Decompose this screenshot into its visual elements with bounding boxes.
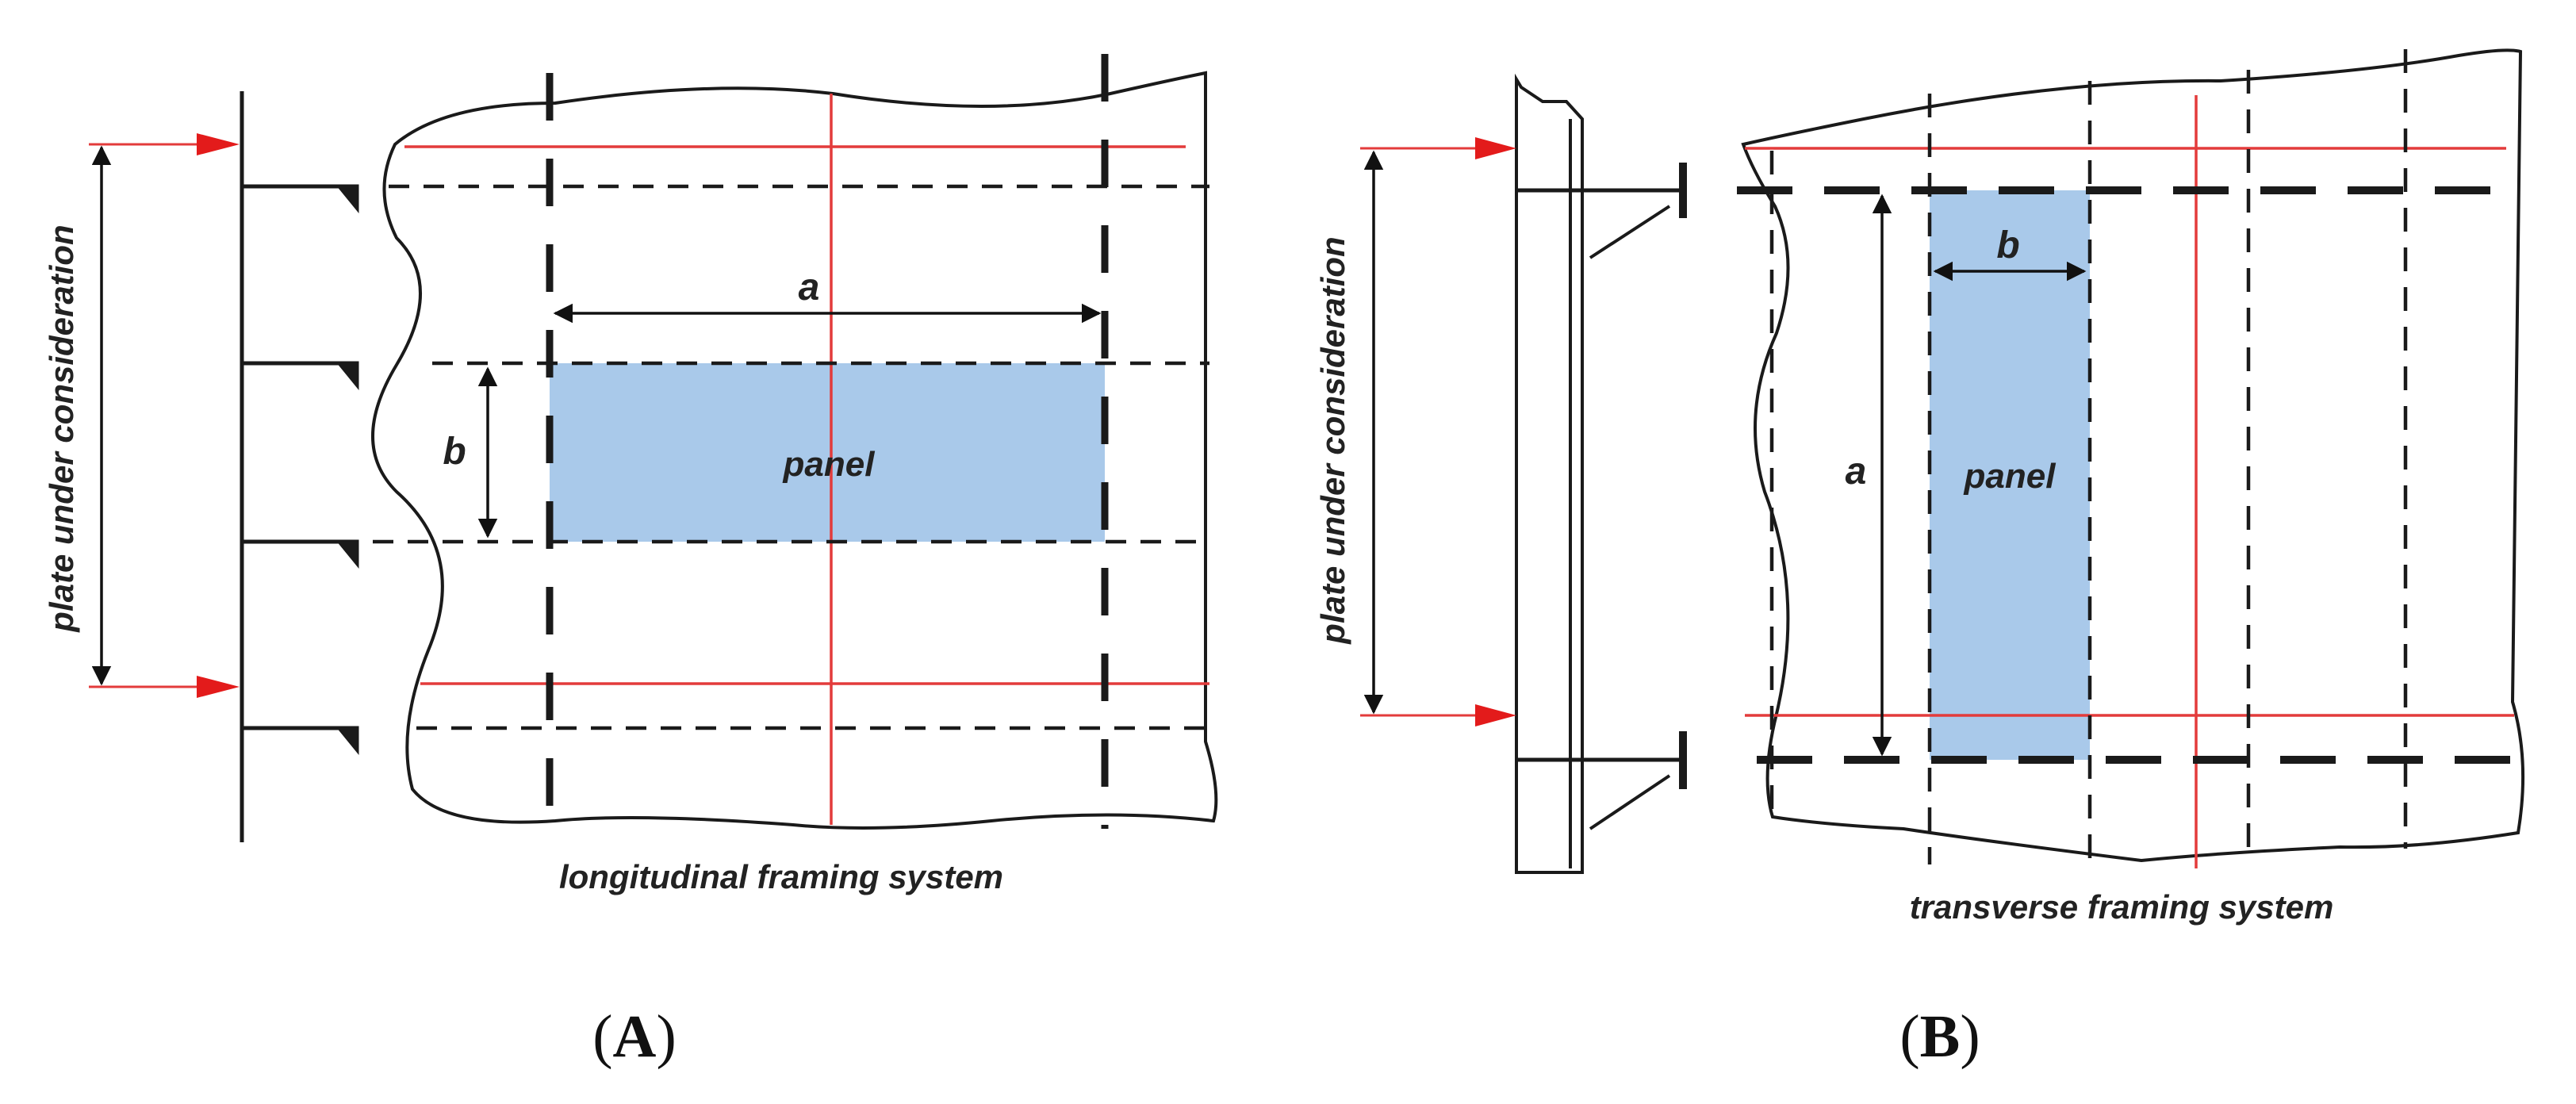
dimension-b-label-a: b [443, 431, 466, 473]
caption-a: (A) [592, 1003, 677, 1070]
stiffener-profiles-a [242, 184, 359, 756]
plate-under-consideration-label-a: plate under consideration [43, 224, 80, 632]
panel-region-b [1930, 190, 2090, 760]
side-profile-b [1515, 73, 1687, 874]
hull-outline-b [1741, 48, 2525, 863]
panel-label-a: panel [783, 445, 876, 484]
caption-b: (B) [1899, 1003, 1980, 1070]
system-label-a: longitudinal framing system [559, 858, 1003, 895]
diagram-transverse: plate under consideration a b panel tran… [1314, 48, 2525, 926]
hull-outline-a [371, 71, 1218, 830]
load-arrows-a [89, 133, 240, 698]
dimension-b-label-b: b [1996, 224, 2019, 266]
dimension-a-label-a: a [799, 266, 820, 309]
plate-under-consideration-label-b: plate under consideration [1314, 236, 1351, 644]
panel-region-a [550, 363, 1105, 542]
diagram-longitudinal: plate under consideration a b panel long… [43, 54, 1218, 895]
system-label-b: transverse framing system [1910, 888, 2334, 926]
panel-label-b: panel [1964, 457, 2057, 496]
dimension-a-label-b: a [1846, 450, 1867, 493]
load-arrows-b [1360, 137, 1516, 726]
